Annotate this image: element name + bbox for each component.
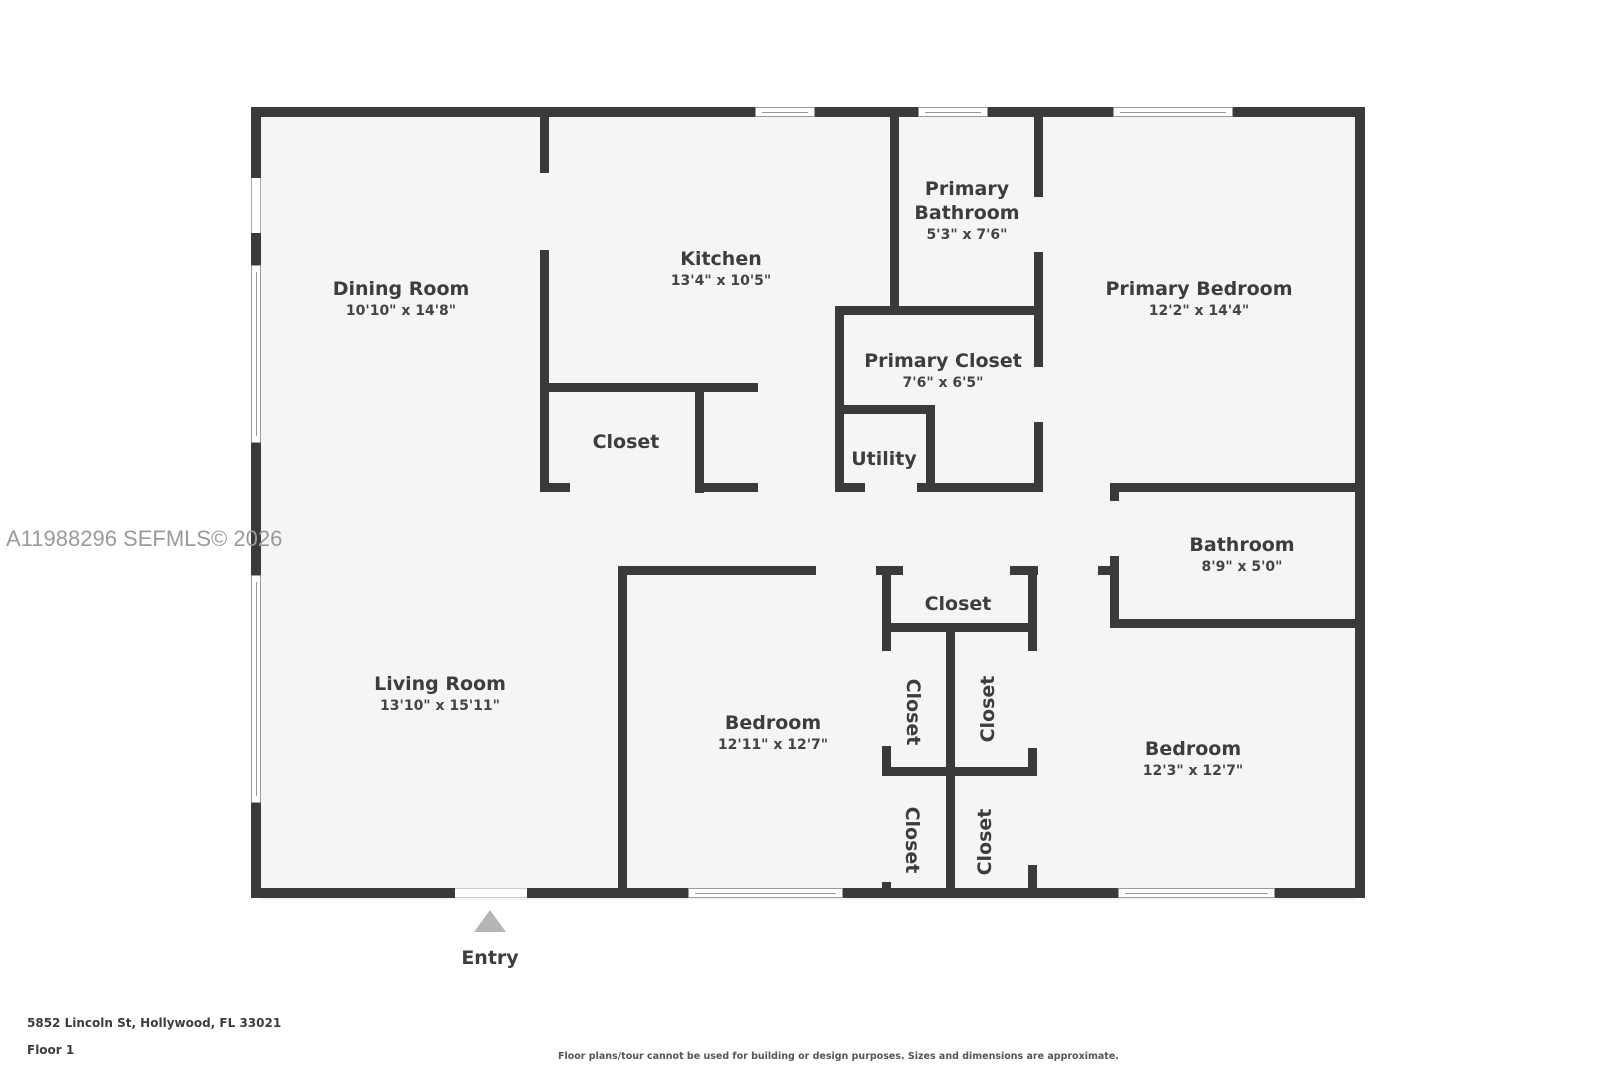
wall-utility-top xyxy=(835,405,935,414)
wall-utility-bottom-l xyxy=(835,483,865,492)
room-name: Utility xyxy=(851,448,917,470)
room-closet-b: Closet xyxy=(976,676,1000,743)
room-closet-d: Closet xyxy=(973,809,997,876)
room-name: Closet xyxy=(977,675,999,743)
room-dimensions: 13'4" x 10'5" xyxy=(670,273,772,289)
room-name: Closet xyxy=(924,593,992,615)
room-name: Bedroom xyxy=(724,712,822,734)
room-name: Primary Bedroom xyxy=(1105,278,1293,300)
wall-closet-cluster-left-lower xyxy=(882,746,891,776)
wall-closet-cluster-left-upper xyxy=(882,566,891,651)
window-primary-bedroom xyxy=(1113,107,1233,117)
window-kitchen xyxy=(755,107,815,117)
wall-kitchen-closet-top xyxy=(540,383,758,392)
room-name: Kitchen xyxy=(680,248,762,270)
wall-kitchen-closet-bottom-l xyxy=(540,483,570,492)
room-dimensions: 12'11" x 12'7" xyxy=(717,737,829,753)
room-dining: Dining Room 10'10" x 14'8" xyxy=(333,277,470,321)
window-bedroom-2 xyxy=(1118,888,1275,898)
room-name: Closet xyxy=(902,678,924,746)
room-bathroom: Bathroom 8'9" x 5'0" xyxy=(1189,533,1294,577)
wall-bedroom1-left xyxy=(618,566,627,896)
room-dimensions: 12'2" x 14'4" xyxy=(1148,303,1250,319)
footer-disclaimer: Floor plans/tour cannot be used for buil… xyxy=(558,1051,1119,1062)
room-name: Bathroom xyxy=(1189,534,1295,556)
room-closet-a: Closet xyxy=(901,679,925,746)
room-name: Living Room xyxy=(374,673,506,695)
room-name: Primary Closet xyxy=(864,350,1022,372)
wall-kitchen-bath xyxy=(890,114,899,314)
footer-address: 5852 Lincoln St, Hollywood, FL 33021 xyxy=(27,1016,282,1030)
wall-closet-right-3 xyxy=(1028,865,1037,896)
wall-hall-closet-top-r xyxy=(1010,566,1038,575)
window-dining xyxy=(251,265,261,443)
wall-utility-right xyxy=(926,405,935,492)
wall-dining-kitchen-upper xyxy=(540,114,549,173)
room-kitchen: Kitchen 13'4" x 10'5" xyxy=(671,247,771,291)
wall-bathroom-left-bottom xyxy=(1110,556,1119,628)
wall-bathroom-bottom xyxy=(1110,619,1365,628)
room-bedroom-1: Bedroom 12'11" x 12'7" xyxy=(718,711,828,755)
wall-closet-right-1 xyxy=(1028,566,1037,651)
room-name: Closet xyxy=(974,808,996,876)
wall-kitchen-left xyxy=(540,250,549,492)
room-dimensions: 7'6" x 6'5" xyxy=(902,375,984,391)
wall-kitchen-closet-bottom-r xyxy=(695,483,758,492)
room-primary-bathroom: Primary Bathroom 5'3" x 7'6" xyxy=(914,177,1019,245)
room-kitchen-closet: Closet xyxy=(593,430,660,454)
floor-area xyxy=(258,114,1356,900)
wall-closet-center xyxy=(946,623,955,896)
watermark: A11988296 SEFMLS© 2026 xyxy=(6,526,283,551)
window-primary-bathroom xyxy=(918,107,988,117)
entry-arrow-icon xyxy=(474,910,506,932)
room-name-line1: Primary xyxy=(924,178,1010,200)
wall-primary-bedroom-bottom xyxy=(1110,483,1365,492)
wall-hall-closet-bottom xyxy=(882,623,1037,632)
wall-bathroom-left-top xyxy=(1110,483,1119,501)
window-bedroom-1 xyxy=(688,888,843,898)
room-primary-closet: Primary Closet 7'6" x 6'5" xyxy=(864,349,1022,393)
room-name: Closet xyxy=(901,806,923,874)
room-dimensions: 10'10" x 14'8" xyxy=(345,303,457,319)
room-dimensions: 5'3" x 7'6" xyxy=(926,227,1008,243)
room-closet-c: Closet xyxy=(900,807,924,874)
entry-label: Entry xyxy=(461,947,519,969)
room-name-line2: Bathroom xyxy=(914,202,1020,224)
room-name: Closet xyxy=(592,431,660,453)
room-name: Bedroom xyxy=(1144,738,1242,760)
room-name: Dining Room xyxy=(332,278,470,300)
wall-bath-bedroom-3 xyxy=(1034,422,1043,492)
wall-bedroom1-top xyxy=(618,566,816,575)
room-bedroom-2: Bedroom 12'3" x 12'7" xyxy=(1143,737,1243,781)
window-living xyxy=(251,575,261,803)
room-dimensions: 8'9" x 5'0" xyxy=(1201,559,1283,575)
wall-bath-door-stub xyxy=(1098,566,1119,575)
room-dimensions: 12'3" x 12'7" xyxy=(1142,763,1244,779)
room-living: Living Room 13'10" x 15'11" xyxy=(374,672,506,716)
room-primary-bedroom: Primary Bedroom 12'2" x 14'4" xyxy=(1105,277,1292,321)
wall-left xyxy=(251,107,261,898)
entry-door[interactable] xyxy=(455,888,527,898)
wall-right xyxy=(1355,107,1365,898)
footer-floor: Floor 1 xyxy=(27,1043,75,1057)
wall-closet-cluster-left-bottom xyxy=(882,882,891,896)
wall-primary-closet-left xyxy=(835,306,844,492)
wall-kitchen-closet-right xyxy=(695,383,704,493)
room-hall-closet: Closet xyxy=(925,592,992,616)
wall-utility-bottom-r xyxy=(917,483,1043,492)
wall-closet-right-2 xyxy=(1028,748,1037,776)
wall-bath-bedroom-1 xyxy=(1034,114,1043,197)
room-utility: Utility xyxy=(851,447,917,471)
wall-closet-middle xyxy=(882,767,1037,776)
room-dimensions: 13'10" x 15'11" xyxy=(380,698,500,714)
left-opening xyxy=(251,178,261,233)
wall-primary-closet-top xyxy=(835,306,1043,315)
